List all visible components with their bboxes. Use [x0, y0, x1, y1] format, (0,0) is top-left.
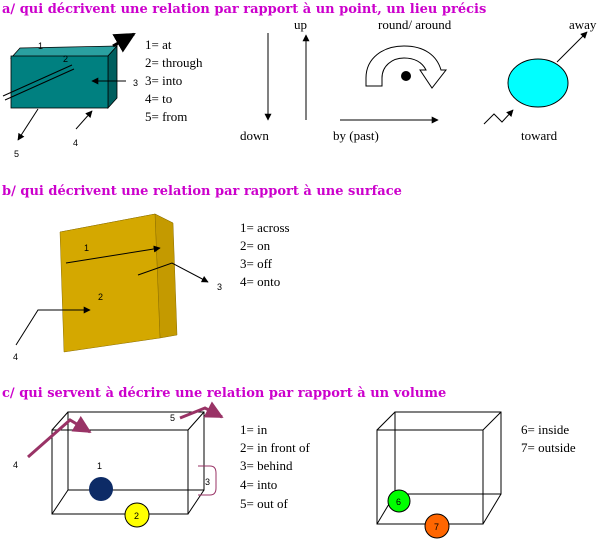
from-arrow [17, 108, 39, 141]
away-label: away [569, 17, 597, 32]
legend-item: 2= on [240, 238, 271, 253]
legend-item: 3= behind [240, 458, 293, 473]
off-arrow [137, 262, 209, 283]
onto-arrow [15, 306, 91, 346]
to-arrow [75, 110, 93, 130]
edge [51, 489, 69, 515]
label-6: 6 [396, 497, 401, 507]
label-4: 4 [13, 460, 18, 470]
across-arrow [65, 245, 161, 264]
edge [376, 411, 396, 431]
volume-box-right: 6 7 [376, 411, 502, 539]
toward-label: toward [521, 128, 558, 143]
legend-item: 2= in front of [240, 440, 310, 455]
teal-box [10, 55, 109, 109]
legend-item: 4= to [145, 91, 172, 106]
edge [187, 489, 205, 515]
in-front-of-ball [124, 502, 150, 528]
legend-item: 4= onto [240, 274, 280, 289]
legend-item: 5= from [145, 109, 187, 124]
section-b-heading: b/ qui décrivent une relation par rappor… [2, 184, 402, 199]
legend-item: 4= into [240, 477, 277, 492]
legend-item: 1= in [240, 422, 268, 437]
section-a-heading: a/ qui décrivent une relation par rappor… [2, 2, 486, 17]
label-1: 1 [38, 41, 43, 51]
round-around-label: round/ around [378, 17, 452, 32]
edge [187, 411, 205, 431]
edge [51, 411, 69, 431]
label-5: 5 [14, 149, 19, 159]
through-line [2, 64, 73, 97]
label-3: 3 [133, 78, 138, 88]
out-of-arrow [179, 401, 224, 420]
section-c-legend-right: 6= inside 7= outside [521, 422, 576, 455]
label-4: 4 [13, 352, 18, 362]
label-2: 2 [63, 54, 68, 64]
edge [482, 411, 502, 431]
label-5: 5 [170, 413, 175, 423]
section-b-legend: 1= across 2= on 3= off 4= onto [240, 220, 290, 289]
legend-item: 1= at [145, 37, 172, 52]
label-2: 2 [134, 511, 139, 521]
legend-item: 6= inside [521, 422, 569, 437]
legend-item: 7= outside [521, 440, 576, 455]
back-face [67, 411, 205, 491]
legend-item: 2= through [145, 55, 203, 70]
legend-item: 5= out of [240, 496, 288, 511]
down-label: down [240, 128, 269, 143]
in-ball [89, 477, 113, 501]
section-a-legend: 1= at 2= through 3= into 4= to 5= from [145, 37, 203, 124]
volume-box-left: 1 2 3 4 5 [13, 401, 224, 528]
section-c-heading: c/ qui servent à décrire une relation pa… [2, 386, 446, 401]
round-center-dot [401, 71, 411, 81]
gold-box-front [59, 213, 161, 353]
round-arrow [365, 45, 448, 89]
inside-ball [387, 489, 411, 513]
label-3: 3 [205, 477, 210, 487]
legend-item: 3= into [145, 73, 182, 88]
up-label: up [294, 17, 307, 32]
label-3: 3 [217, 282, 222, 292]
section-c-legend-left: 1= in 2= in front of 3= behind 4= into 5… [240, 422, 310, 511]
into-arrow [27, 415, 92, 459]
label-1: 1 [84, 243, 89, 253]
label-4: 4 [73, 138, 78, 148]
front-face [51, 429, 189, 515]
behind-marker [198, 465, 217, 496]
toward-arrow [483, 109, 514, 125]
back-face [394, 411, 502, 495]
edge [482, 493, 502, 525]
by-past-label: by (past) [333, 128, 379, 143]
at-arrow [112, 32, 136, 53]
label-2: 2 [98, 292, 103, 302]
label-7: 7 [434, 522, 439, 532]
legend-item: 3= off [240, 256, 273, 271]
legend-item: 1= across [240, 220, 290, 235]
label-1: 1 [97, 461, 102, 471]
surface-box-diagram: 1 2 3 4 [13, 213, 222, 362]
point-box-diagram: 1 2 3 4 5 [2, 32, 138, 159]
away-arrow [556, 31, 588, 63]
through-line [4, 68, 75, 101]
cyan-ellipse [507, 58, 569, 108]
outside-ball [424, 513, 450, 539]
teal-box-side [107, 44, 118, 110]
